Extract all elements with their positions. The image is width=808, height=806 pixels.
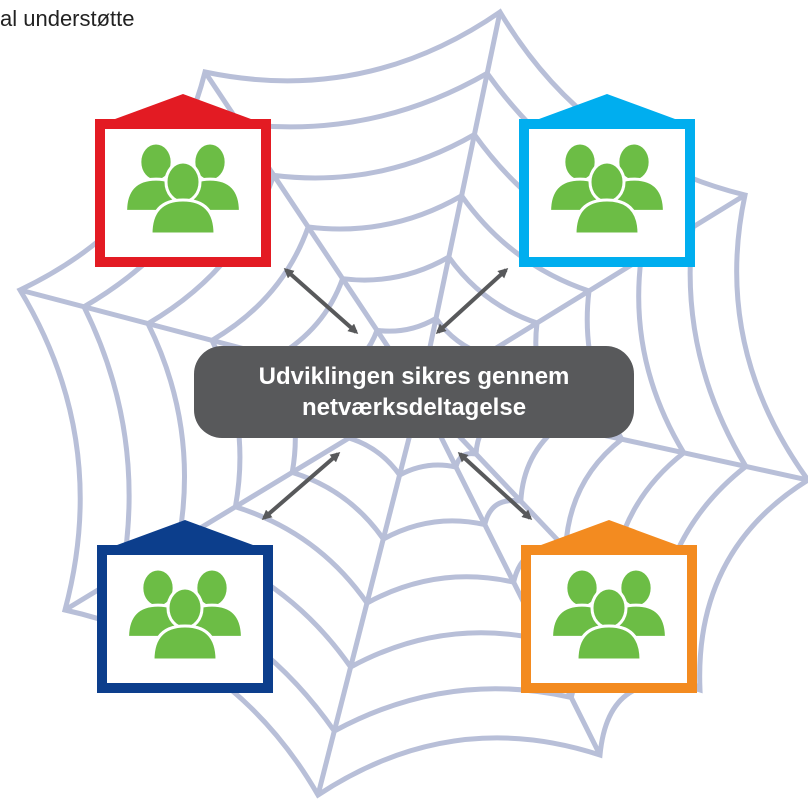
double-arrow-icon bbox=[457, 451, 533, 521]
people-group-icon bbox=[126, 567, 244, 662]
house-roof bbox=[522, 520, 696, 552]
house-orange bbox=[521, 520, 697, 693]
house-roof bbox=[520, 94, 694, 126]
double-arrow-icon bbox=[261, 452, 341, 520]
center-box-line2: netværksdeltagelse bbox=[301, 394, 527, 421]
double-arrow-icon bbox=[283, 268, 359, 334]
house-navy bbox=[97, 520, 273, 693]
center-box: Udviklingen sikres gennem netværksdeltag… bbox=[194, 346, 634, 438]
caption-text: al understøtte bbox=[0, 6, 135, 31]
double-arrow-icon bbox=[435, 267, 509, 335]
people-group-icon bbox=[548, 141, 666, 236]
people-group-icon bbox=[124, 141, 242, 236]
house-red bbox=[95, 94, 271, 267]
house-roof bbox=[98, 520, 272, 552]
house-roof bbox=[96, 94, 270, 126]
house-blue bbox=[519, 94, 695, 267]
center-box-line1: Udviklingen sikres gennem bbox=[258, 363, 570, 390]
people-group-icon bbox=[550, 567, 668, 662]
